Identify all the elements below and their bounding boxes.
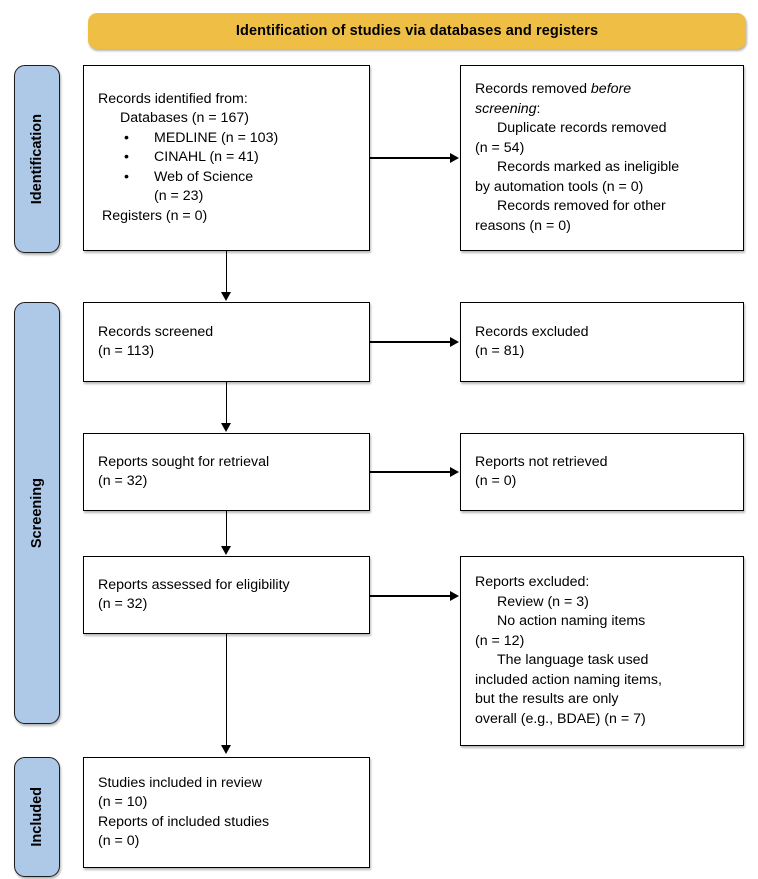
text-line: Duplicate records removed bbox=[497, 120, 667, 136]
text-line: (n = 0) bbox=[475, 473, 517, 489]
box-reports-sought-content: Reports sought for retrieval (n = 32) bbox=[84, 453, 369, 492]
text-line: The language task used bbox=[497, 652, 649, 668]
text-line: (n = 23) bbox=[154, 188, 204, 205]
text-line: Review (n = 3) bbox=[497, 593, 589, 610]
box-records-screened: Records screened (n = 113) bbox=[83, 302, 370, 382]
text-line: included action naming items, bbox=[475, 671, 662, 688]
text-line: (n = 81) bbox=[475, 343, 525, 359]
connector-screened-to-sought bbox=[225, 382, 228, 424]
arrowhead-screened-to-excluded bbox=[450, 336, 459, 347]
bullet-icon: • bbox=[124, 168, 129, 185]
connector-screened-to-excluded bbox=[370, 341, 450, 343]
text-line: Web of Science bbox=[154, 168, 254, 185]
text-line: Records marked as ineligible bbox=[497, 159, 680, 175]
box-records-removed: Records removed before screening: Duplic… bbox=[460, 65, 744, 251]
heading-italic-2: screening bbox=[475, 100, 537, 117]
connector-assessed-to-excluded bbox=[370, 595, 450, 597]
box-records-identified: Records identified from: Databases (n = … bbox=[83, 65, 370, 251]
text-line: Reports excluded: bbox=[475, 574, 590, 590]
bullet-item: • CINAHL (n = 41) bbox=[98, 148, 359, 168]
box-records-excluded: Records excluded (n = 81) bbox=[460, 302, 744, 382]
box-reports-excluded: Reports excluded: Review (n = 3) No acti… bbox=[460, 556, 744, 746]
text-line: Registers (n = 0) bbox=[102, 207, 208, 224]
bullet-spacer bbox=[124, 187, 154, 207]
text-line: (n = 54) bbox=[475, 139, 525, 156]
stage-banner-identification: Identification of studies via databases … bbox=[88, 13, 746, 49]
bullet-item: • Web of Science bbox=[98, 168, 359, 188]
stage-label-screening: Screening bbox=[29, 477, 45, 549]
box-studies-included: Studies included in review (n = 10) Repo… bbox=[83, 757, 370, 868]
text-line: Databases (n = 167) bbox=[120, 110, 249, 127]
connector-identified-to-removed bbox=[370, 157, 450, 159]
text-line: Records removed for other bbox=[497, 198, 666, 214]
text-line: Records excluded bbox=[475, 323, 589, 340]
box-studies-included-content: Studies included in review (n = 10) Repo… bbox=[84, 774, 369, 852]
arrowhead-identified-to-screened bbox=[220, 292, 231, 301]
arrowhead-sought-to-not-retrieved bbox=[450, 466, 459, 477]
text-line: Reports assessed for eligibility bbox=[98, 576, 290, 593]
box-records-excluded-content: Records excluded (n = 81) bbox=[461, 323, 743, 362]
bullet-icon: • bbox=[124, 129, 129, 146]
text-line: reasons (n = 0) bbox=[475, 217, 571, 234]
text-line: by automation tools (n = 0) bbox=[475, 178, 644, 195]
text-line: (n = 12) bbox=[475, 632, 525, 649]
text-line: (n = 32) bbox=[98, 473, 148, 489]
text-line: but the results are only bbox=[475, 691, 619, 707]
text-line: No action naming items bbox=[497, 613, 646, 629]
text-line: (n = 113) bbox=[98, 343, 155, 359]
text-line: Reports sought for retrieval bbox=[98, 453, 270, 470]
stage-bar-screening: Screening bbox=[14, 302, 60, 724]
box-reports-excluded-content: Reports excluded: Review (n = 3) No acti… bbox=[461, 573, 743, 729]
stage-bar-included: Included bbox=[14, 757, 60, 877]
heading-suffix: : bbox=[536, 100, 541, 117]
connector-assessed-to-included bbox=[225, 634, 228, 746]
text-line: Studies included in review bbox=[98, 774, 263, 791]
arrowhead-assessed-to-excluded bbox=[450, 590, 459, 601]
connector-sought-to-not-retrieved bbox=[370, 471, 450, 473]
arrowhead-assessed-to-included bbox=[220, 745, 231, 754]
text-line: (n = 32) bbox=[98, 596, 148, 612]
text-line: Records screened bbox=[98, 323, 214, 340]
text-line: overall (e.g., BDAE) (n = 7) bbox=[475, 710, 646, 727]
box-records-removed-content: Records removed before screening: Duplic… bbox=[461, 80, 743, 236]
box-records-screened-content: Records screened (n = 113) bbox=[84, 323, 369, 362]
bullet-item-continuation: (n = 23) bbox=[98, 187, 359, 207]
text-line: (n = 0) bbox=[98, 833, 140, 849]
box-reports-assessed-content: Reports assessed for eligibility (n = 32… bbox=[84, 576, 369, 615]
box-records-identified-content: Records identified from: Databases (n = … bbox=[84, 90, 369, 227]
text-line: Records identified from: bbox=[98, 90, 248, 107]
connector-sought-to-assessed bbox=[225, 511, 228, 547]
stage-bar-identification: Identification bbox=[14, 65, 60, 253]
text-line-heading: Records removed before bbox=[475, 80, 733, 100]
arrowhead-sought-to-assessed bbox=[220, 546, 231, 555]
text-line: (n = 10) bbox=[98, 794, 148, 810]
heading-italic: before bbox=[590, 81, 632, 97]
text-line: MEDLINE (n = 103) bbox=[154, 129, 279, 146]
heading-prefix: Records removed bbox=[475, 81, 591, 97]
text-line: CINAHL (n = 41) bbox=[154, 149, 259, 166]
stage-banner-label: Identification of studies via databases … bbox=[235, 23, 599, 39]
connector-identified-to-screened bbox=[225, 251, 228, 293]
text-line: Reports of included studies bbox=[98, 813, 270, 830]
box-reports-not-retrieved: Reports not retrieved (n = 0) bbox=[460, 433, 744, 511]
text-line: Reports not retrieved bbox=[475, 453, 608, 470]
bullet-item: • MEDLINE (n = 103) bbox=[98, 129, 359, 149]
text-line-heading-2: screening: bbox=[475, 100, 733, 120]
box-reports-not-retrieved-content: Reports not retrieved (n = 0) bbox=[461, 453, 743, 492]
box-reports-assessed: Reports assessed for eligibility (n = 32… bbox=[83, 556, 370, 634]
bullet-icon: • bbox=[124, 149, 129, 166]
stage-label-identification: Identification bbox=[29, 113, 45, 205]
stage-label-included: Included bbox=[29, 787, 45, 847]
box-reports-sought: Reports sought for retrieval (n = 32) bbox=[83, 433, 370, 511]
arrowhead-screened-to-sought bbox=[220, 423, 231, 432]
arrowhead-identified-to-removed bbox=[450, 152, 459, 163]
